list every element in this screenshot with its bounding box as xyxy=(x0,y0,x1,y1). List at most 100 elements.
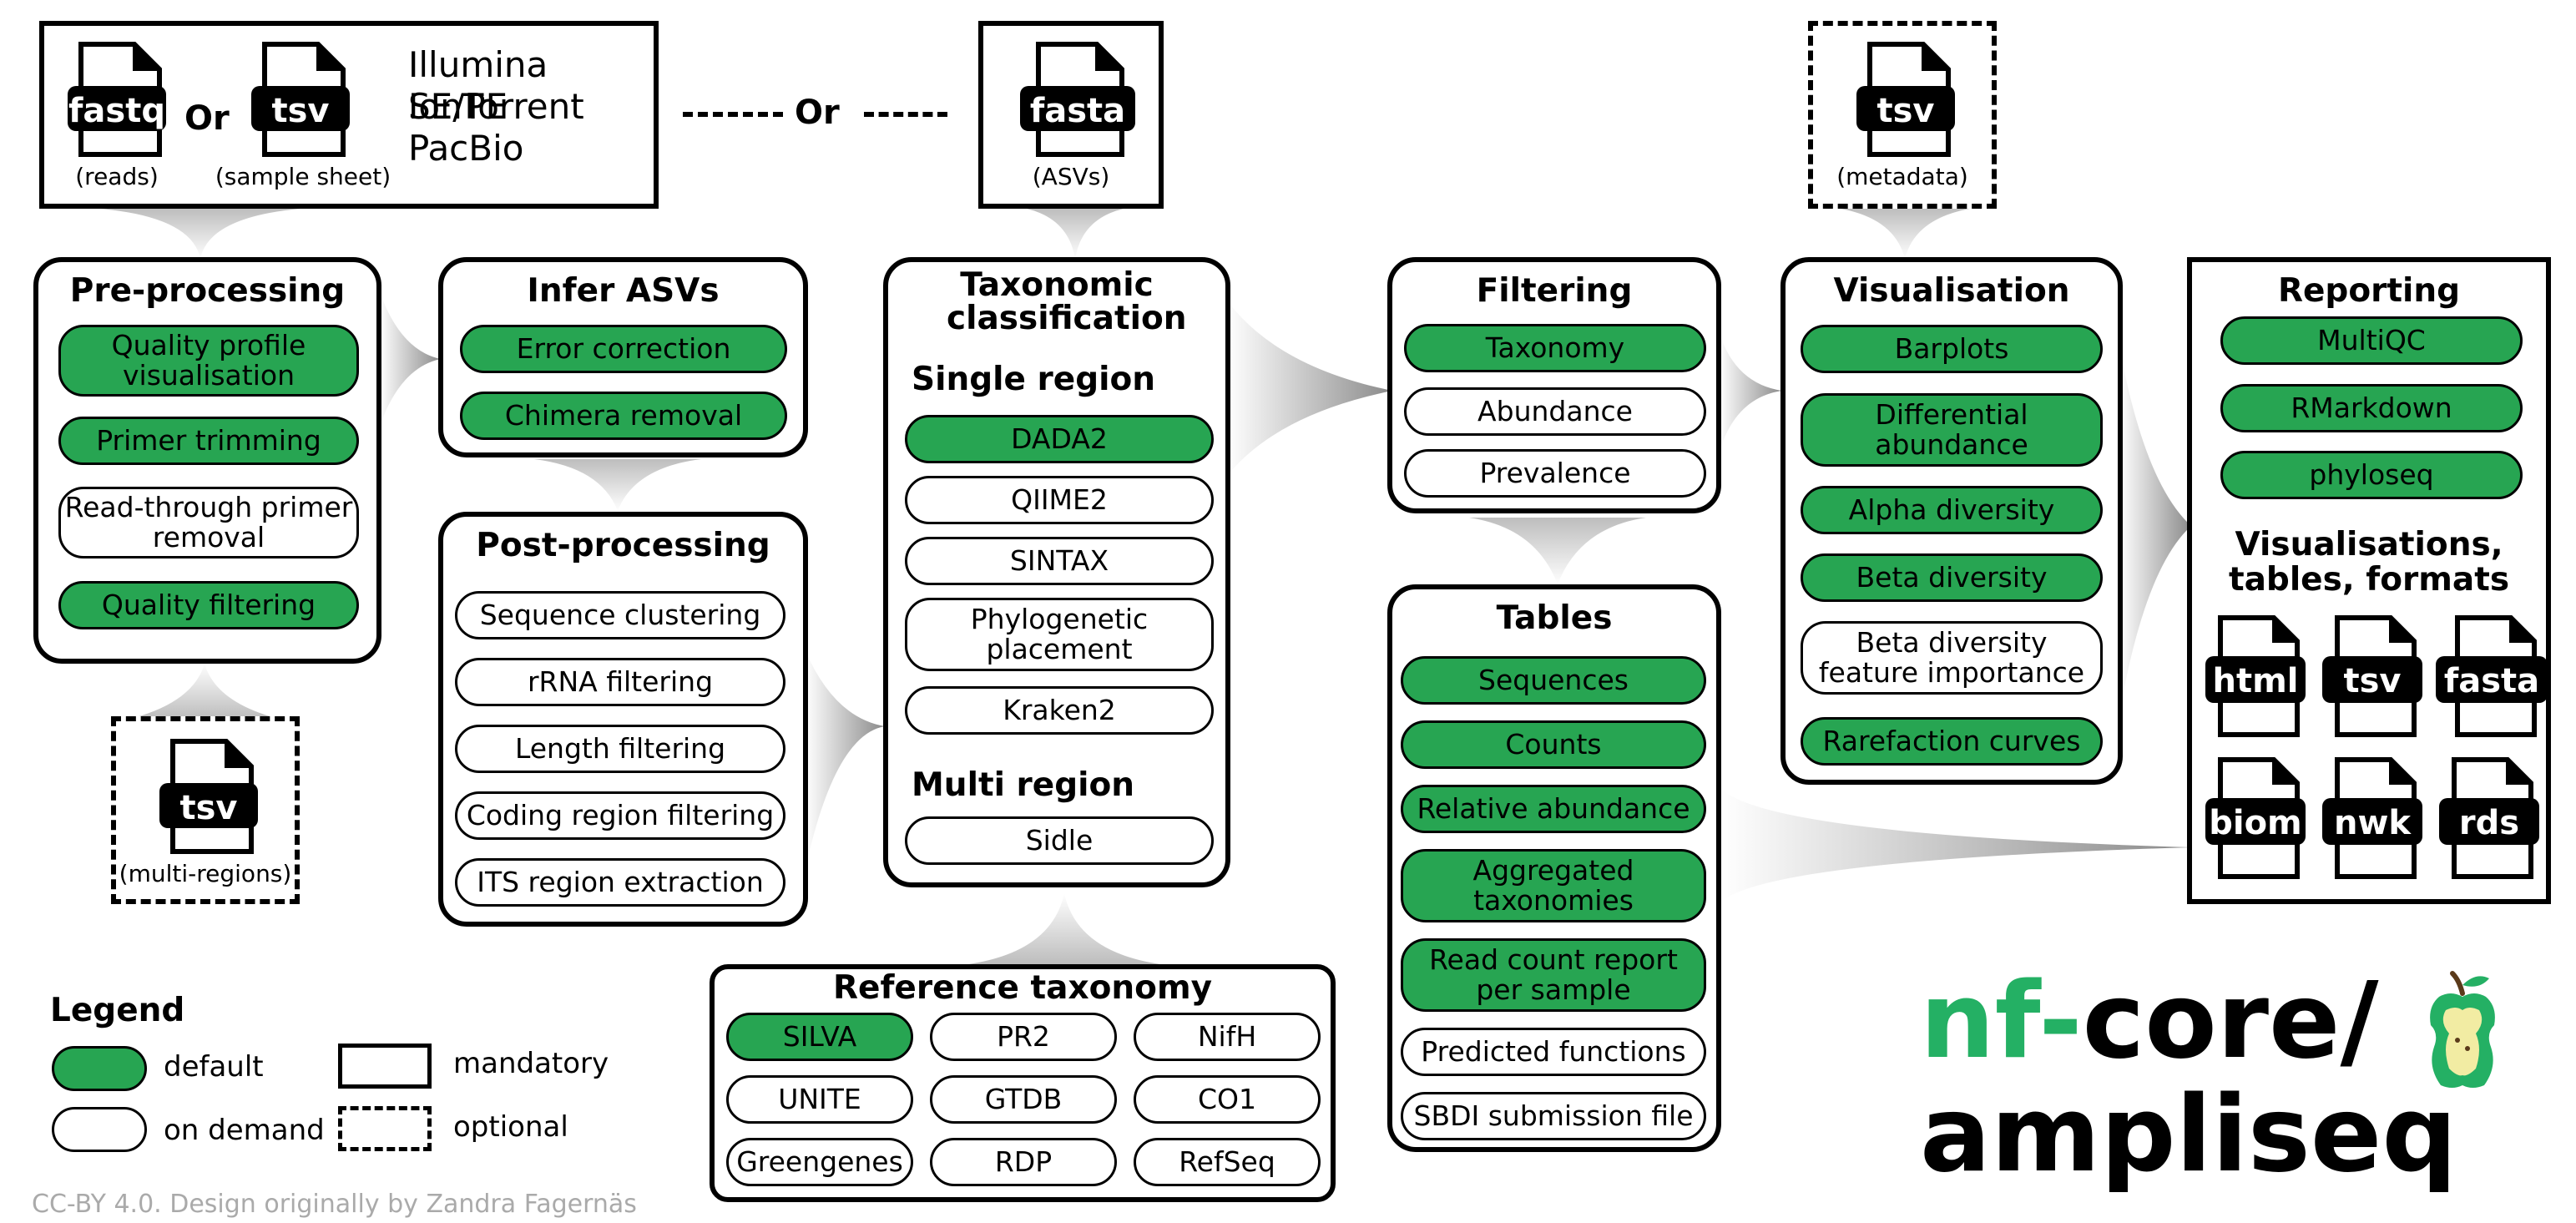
report-multiqc: MultiQC xyxy=(2220,316,2523,365)
logo-nf: nf xyxy=(1920,959,2039,1082)
fasta-output-file-icon: fasta xyxy=(2436,615,2548,737)
step-primer-trimming: Primer trimming xyxy=(58,417,359,465)
table-predicted-functions: Predicted functions xyxy=(1401,1028,1706,1076)
ref-refseq: RefSeq xyxy=(1134,1138,1321,1186)
table-counts: Counts xyxy=(1401,720,1706,769)
report-phyloseq: phyloseq xyxy=(2220,451,2523,499)
formats-title: Visualisations, tables, formats xyxy=(2228,526,2510,599)
step-read-through-primer-removal: Read-through primer removal xyxy=(58,487,359,558)
multi-region-input-box: tsv (multi-regions) xyxy=(111,716,300,904)
fasta-file-icon: fasta xyxy=(1020,42,1135,157)
svg-text:fastq: fastq xyxy=(68,92,165,130)
rds-file-icon: rds xyxy=(2439,757,2539,879)
svg-text:fasta: fasta xyxy=(1030,92,1125,130)
connector-filtering-to-visualisation xyxy=(1720,334,1782,451)
vis-rarefaction-curves: Rarefaction curves xyxy=(1801,717,2103,766)
multi-region-title: Multi region xyxy=(912,766,1135,804)
ref-rdp: RDP xyxy=(930,1138,1117,1186)
connector-pre-to-infer xyxy=(380,292,441,426)
report-rmarkdown: RMarkdown xyxy=(2220,384,2523,432)
step-coding-region-filtering: Coding region filtering xyxy=(455,791,785,840)
legend-on-demand-label: on demand xyxy=(164,1114,325,1147)
table-read-count-report: Read count report per sample xyxy=(1401,938,1706,1012)
logo-dash: - xyxy=(2038,959,2083,1082)
connector-preprocessing-to-multi xyxy=(134,664,275,718)
metadata-file-icon: tsv xyxy=(1856,42,1955,157)
apple-core-icon xyxy=(2430,971,2495,1088)
method-dada2: DADA2 xyxy=(905,415,1214,463)
nwk-file-icon: nwk xyxy=(2322,757,2422,879)
table-aggregated-taxonomies: Aggregated taxonomies xyxy=(1401,849,1706,922)
or-text-2: Or xyxy=(795,93,840,132)
logo-core: core/ xyxy=(2082,959,2379,1082)
multi-region-file-icon: tsv xyxy=(159,739,258,854)
preprocessing-box: Pre-processing Quality profile visualisa… xyxy=(33,257,381,664)
vis-differential-abundance: Differential abundance xyxy=(1801,393,2103,467)
svg-text:tsv: tsv xyxy=(1876,92,1934,130)
method-qiime2: QIIME2 xyxy=(905,476,1214,524)
fastq-file-icon: fastq xyxy=(68,42,166,157)
tsv-file-icon: tsv xyxy=(2322,615,2422,737)
input-box: fastq (reads) Or tsv (sample sheet) Illu… xyxy=(39,21,659,209)
preprocessing-title: Pre-processing xyxy=(69,272,346,310)
legend-title: Legend xyxy=(50,992,185,1029)
svg-text:biom: biom xyxy=(2209,804,2302,842)
step-sequence-clustering: Sequence clustering xyxy=(455,591,785,639)
visualisation-title: Visualisation xyxy=(1833,272,2070,310)
footer-credit: CC-BY 4.0. Design originally by Zandra F… xyxy=(32,1190,637,1219)
table-sequences: Sequences xyxy=(1401,656,1706,705)
table-relative-abundance: Relative abundance xyxy=(1401,785,1706,833)
method-phylogenetic-placement: Phylogenetic placement xyxy=(905,598,1214,671)
legend-default-swatch xyxy=(52,1046,147,1091)
postprocessing-box: Post-processing Sequence clustering rRNA… xyxy=(438,512,808,927)
method-sidle: Sidle xyxy=(905,816,1214,865)
step-rrna-filtering: rRNA filtering xyxy=(455,658,785,706)
connector-visualisation-to-reporting xyxy=(2120,351,2191,710)
step-quality-filtering: Quality filtering xyxy=(58,581,359,629)
filtering-title: Filtering xyxy=(1476,272,1633,310)
taxonomic-box: Taxonomic classification Single region D… xyxy=(883,257,1230,887)
nf-core-logo: nf-core/ ampliseq xyxy=(1920,967,2504,1200)
filtering-box: Filtering Taxonomy Abundance Prevalence xyxy=(1387,257,1721,513)
reference-taxonomy-box: Reference taxonomy SILVA PR2 NifH UNITE … xyxy=(710,964,1336,1202)
legend-optional-swatch xyxy=(338,1106,432,1151)
legend-default-label: default xyxy=(164,1050,264,1084)
filter-taxonomy: Taxonomy xyxy=(1404,324,1706,372)
reporting-title: Reporting xyxy=(2277,272,2461,310)
connector-post-to-taxonomic xyxy=(806,651,885,868)
connector-taxonomic-to-filtering xyxy=(1227,301,1392,476)
asv-caption: (ASVs) xyxy=(1032,163,1110,190)
sample-sheet-file-icon: tsv xyxy=(251,42,350,157)
single-region-title: Single region xyxy=(912,361,1156,398)
svg-text:fasta: fasta xyxy=(2444,662,2539,700)
sample-sheet-caption: (sample sheet) xyxy=(215,163,391,190)
html-file-icon: html xyxy=(2205,615,2306,737)
infer-asvs-box: Infer ASVs Error correction Chimera remo… xyxy=(438,257,808,457)
svg-text:nwk: nwk xyxy=(2334,804,2412,842)
ref-silva: SILVA xyxy=(726,1013,913,1061)
step-its-region-extraction: ITS region extraction xyxy=(455,858,785,907)
postprocessing-title: Post-processing xyxy=(476,527,770,564)
ref-unite: UNITE xyxy=(726,1075,913,1124)
connector-filtering-to-tables xyxy=(1469,518,1646,584)
ref-gtdb: GTDB xyxy=(930,1075,1117,1124)
filter-abundance: Abundance xyxy=(1404,387,1706,436)
asv-input-box: fasta (ASVs) xyxy=(978,21,1164,209)
connector-taxonomic-to-reference xyxy=(968,893,1160,964)
legend-mandatory-label: mandatory xyxy=(453,1047,609,1080)
vis-barplots: Barplots xyxy=(1801,325,2103,373)
svg-text:tsv: tsv xyxy=(2343,662,2401,700)
svg-text:tsv: tsv xyxy=(271,92,329,130)
or-dash-left xyxy=(683,112,783,117)
reads-caption: (reads) xyxy=(75,163,159,190)
logo-line-1: nf-core/ xyxy=(1920,967,2378,1075)
reference-taxonomy-title: Reference taxonomy xyxy=(832,969,1213,1007)
reporting-box: Reporting MultiQC RMarkdown phyloseq Vis… xyxy=(2187,257,2551,904)
svg-text:html: html xyxy=(2213,662,2299,700)
ref-nifh: NifH xyxy=(1134,1013,1321,1061)
platform-illumina: Illumina SE/PE xyxy=(408,44,548,127)
biom-file-icon: biom xyxy=(2205,757,2306,879)
ref-co1: CO1 xyxy=(1134,1075,1321,1124)
metadata-caption: (metadata) xyxy=(1836,163,1968,190)
